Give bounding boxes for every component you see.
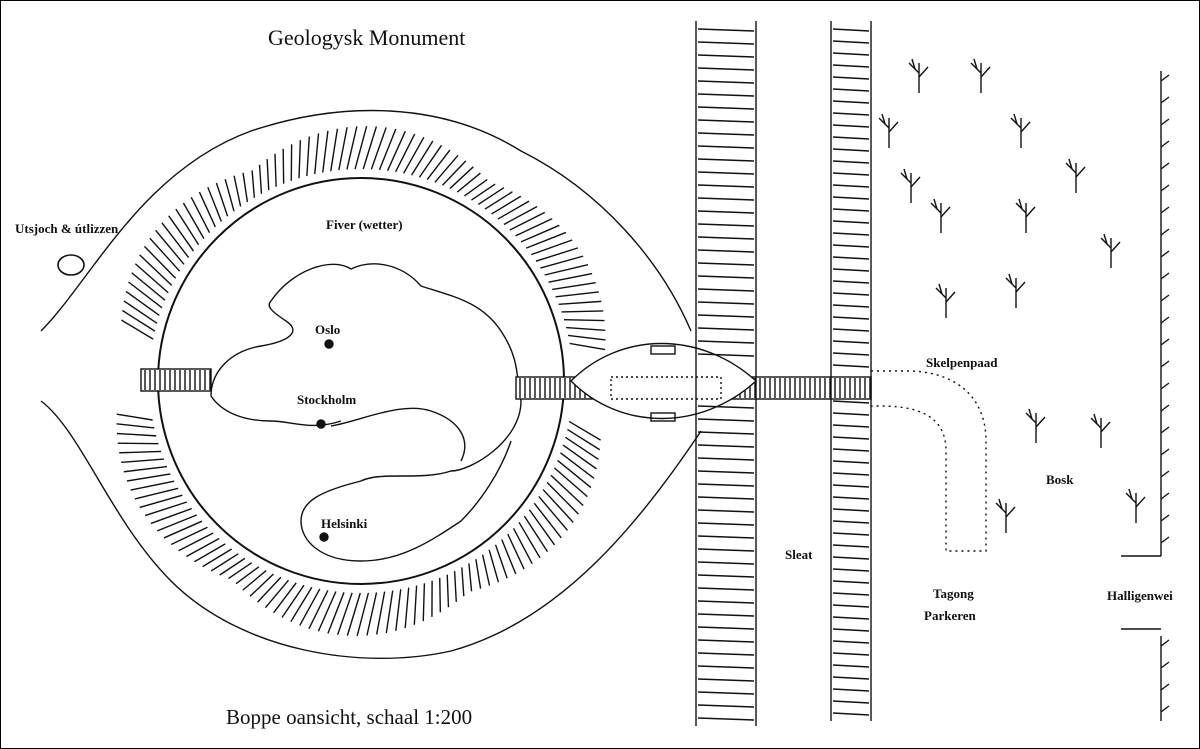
bench-north [650, 345, 676, 355]
road-edge [1121, 71, 1170, 721]
oslo-label: Oslo [315, 322, 341, 337]
rest-area-label: Utsjoch & útlizzen [15, 221, 119, 236]
helsinki-label: Helsinki [321, 516, 368, 531]
oslo-dot [324, 339, 334, 349]
stockholm-label: Stockholm [297, 392, 357, 407]
stockholm-dot [316, 419, 326, 429]
ditch-label: Sleat [785, 547, 813, 562]
forest-label: Bosk [1046, 472, 1074, 487]
ditch-west-band [695, 21, 757, 726]
forest-trees [878, 58, 1146, 533]
parking-label: Parkeren [924, 608, 976, 623]
bench-south [650, 412, 676, 422]
lens-boardwalk [610, 376, 722, 400]
mound-hatching [116, 125, 606, 637]
map-title: Geologysk Monument [268, 25, 466, 50]
helsinki-dot [319, 532, 329, 542]
land-shape-edge [330, 407, 466, 462]
land-shape [210, 263, 522, 562]
scale-caption: Boppe oansicht, schaal 1:200 [226, 705, 473, 729]
mound-outline [40, 109, 702, 659]
pond-label: Fiver (wetter) [326, 217, 403, 232]
shell-path-label: Skelpenpaad [926, 355, 998, 370]
road-label: Halligenwei [1107, 588, 1173, 603]
access-label: Tagong [933, 586, 974, 601]
rest-area-marker [57, 254, 85, 276]
ditch-east-band [830, 21, 872, 721]
shell-path [871, 370, 987, 552]
boardwalk-west [140, 368, 212, 392]
